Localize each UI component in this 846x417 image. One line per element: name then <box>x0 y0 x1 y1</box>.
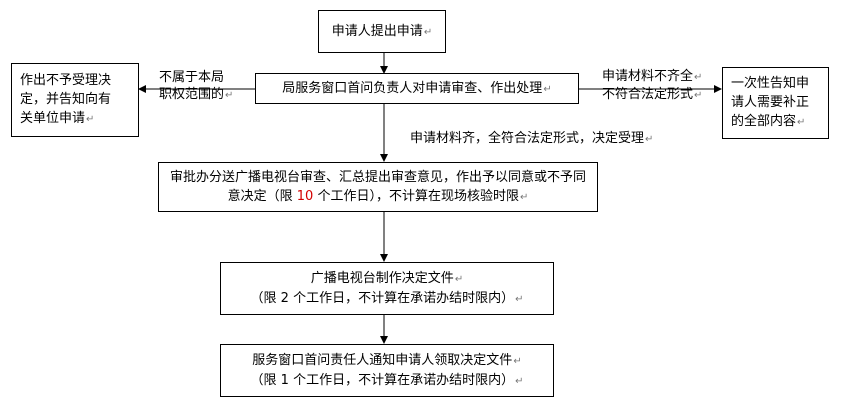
node-approval-line1: 审批办分送广播电视台审查、汇总提出审查意见，作出予以同意或不予同 <box>169 169 586 185</box>
edge-label-left-line1: 不属于本局 <box>159 70 225 85</box>
node-approval-line2-post: 个工作日），不计算在现场核验时限 <box>313 188 519 204</box>
node-notify-line2: （限 1 个工作日，不计算在承诺办结时限内） <box>250 372 515 388</box>
paragraph-mark: ↵ <box>519 191 529 203</box>
edge-label-right-line1: 申请材料不齐全 <box>602 69 694 84</box>
node-supplement-line2: 请人需要补正 <box>731 95 810 110</box>
node-apply-text: 申请人提出申请 <box>331 23 423 39</box>
paragraph-mark: ↵ <box>694 72 703 83</box>
node-reject-line2: 定，并告知向有 <box>20 92 112 107</box>
node-make-doc: 广播电视台制作决定文件↵ （限 2 个工作日，不计算在承诺办结时限内）↵ <box>220 262 554 315</box>
node-reject: 作出不予受理决 定，并告知向有 关单位申请↵ <box>11 63 139 137</box>
paragraph-mark: ↵ <box>515 293 524 305</box>
node-window-review: 局服务窗口首问负责人对申请审查、作出处理↵ <box>255 73 579 104</box>
node-approval: 审批办分送广播电视台审查、汇总提出审查意见，作出予以同意或不予同 意决定（限 1… <box>158 162 598 212</box>
paragraph-mark: ↵ <box>454 273 464 285</box>
node-approval-line2-pre: 意决定（限 <box>227 188 297 204</box>
node-notify: 服务窗口首问责任人通知申请人领取决定文件↵ （限 1 个工作日，不计算在承诺办结… <box>220 344 554 397</box>
paragraph-mark: ↵ <box>645 134 654 145</box>
paragraph-mark: ↵ <box>225 90 234 101</box>
node-window-review-text: 局服务窗口首问负责人对申请审查、作出处理 <box>282 80 543 96</box>
node-make-doc-line2: （限 2 个工作日，不计算在承诺办结时限内） <box>250 290 515 306</box>
node-supplement-line3: 的全部内容 <box>731 114 797 129</box>
paragraph-mark: ↵ <box>86 114 95 125</box>
node-make-doc-line1: 广播电视台制作决定文件 <box>310 270 454 286</box>
time-limit-days: 10 <box>296 188 314 204</box>
edge-label-right-line2: 不符合法定形式 <box>602 87 694 102</box>
node-supplement: 一次性告知申 请人需要补正 的全部内容↵ <box>722 67 829 139</box>
edge-label-left: 不属于本局 职权范围的↵ <box>159 69 233 104</box>
node-supplement-line1: 一次性告知申 <box>731 76 810 91</box>
node-apply: 申请人提出申请↵ <box>318 10 446 53</box>
node-notify-line1: 服务窗口首问责任人通知申请人领取决定文件 <box>252 352 513 368</box>
paragraph-mark: ↵ <box>423 26 433 38</box>
node-reject-line3: 关单位申请 <box>20 111 86 126</box>
edge-label-down-text: 申请材料齐，全符合法定形式，决定受理 <box>410 131 645 146</box>
edge-label-left-line2: 职权范围的 <box>159 87 225 102</box>
paragraph-mark: ↵ <box>513 355 522 367</box>
paragraph-mark: ↵ <box>797 117 806 128</box>
paragraph-mark: ↵ <box>515 375 524 387</box>
paragraph-mark: ↵ <box>694 90 703 101</box>
node-reject-line1: 作出不予受理决 <box>20 73 112 88</box>
edge-label-right: 申请材料不齐全↵ 不符合法定形式↵ <box>602 68 702 104</box>
edge-label-down: 申请材料齐，全符合法定形式，决定受理↵ <box>410 130 653 148</box>
paragraph-mark: ↵ <box>543 83 552 95</box>
